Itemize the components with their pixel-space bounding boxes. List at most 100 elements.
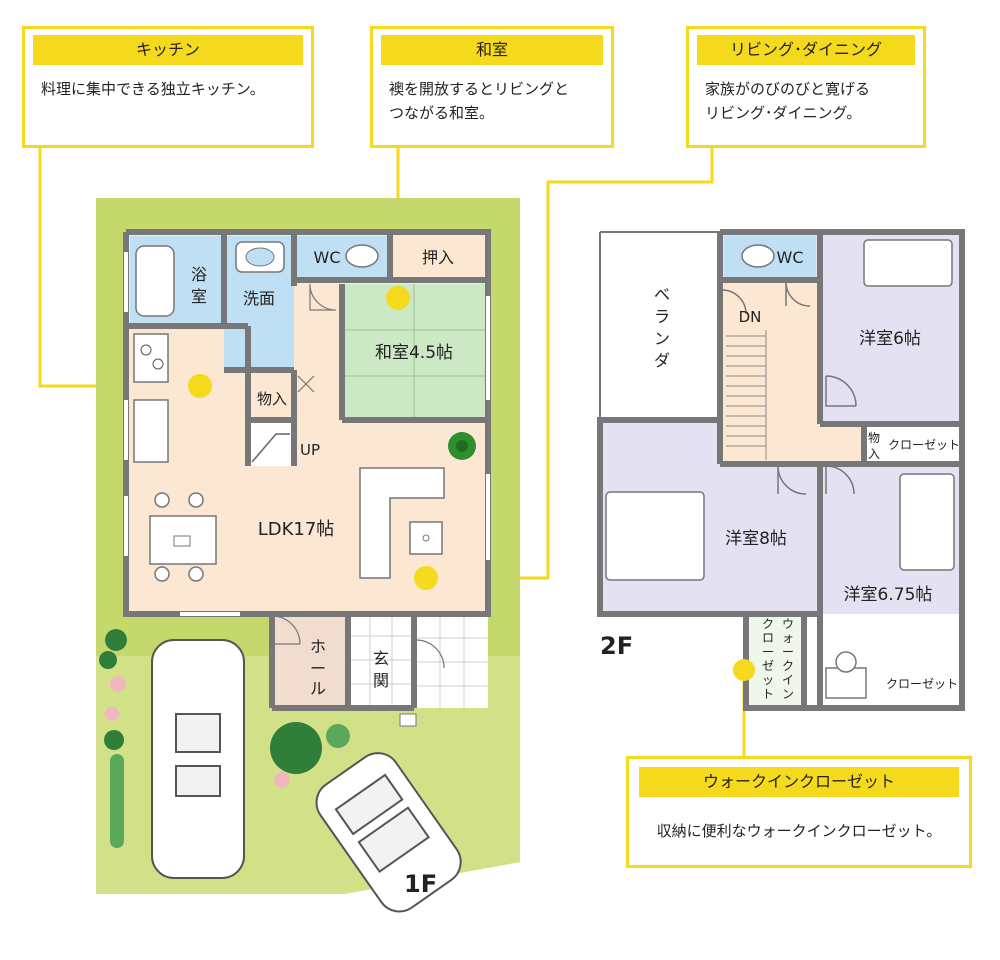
closet1-floor <box>864 424 960 464</box>
living-callout-title: リビング･ダイニング <box>697 35 915 65</box>
genkan-label-1: 玄 <box>373 649 389 668</box>
kitchen-marker <box>188 374 212 398</box>
genkan-floor <box>348 614 414 708</box>
floor1-fixtures <box>133 241 476 669</box>
car2-icon <box>315 752 462 913</box>
tatami-lines <box>342 284 486 420</box>
floor2-fixtures <box>605 239 955 699</box>
svg-text:ー: ー <box>762 645 774 659</box>
bath-label-2: 室 <box>191 287 207 306</box>
living-callout-text: 家族がのびのびと寛げる リビング･ダイニング。 <box>705 77 913 125</box>
storage1-label: 物入 <box>257 390 287 408</box>
veranda-floor <box>600 232 720 418</box>
veranda-label-1: ベ <box>654 285 670 304</box>
bed-6 <box>863 239 953 287</box>
sink <box>133 399 169 463</box>
hall-label-2: ー <box>310 659 326 678</box>
washitsu-callout-line1: 襖を開放するとリビングと <box>389 80 570 98</box>
genkan-tiles <box>348 614 414 708</box>
storage2-label-1: 物 <box>868 431 880 445</box>
closet1-label: クローゼット <box>888 438 960 452</box>
storage1-floor <box>250 376 294 420</box>
washitsu-callout-line2: つながる和室。 <box>389 104 495 122</box>
wc1-label: WC <box>314 248 341 267</box>
floor1-title: 1F <box>404 870 437 898</box>
bath-label-1: 浴 <box>191 265 207 284</box>
hall-floor <box>272 614 348 708</box>
desk <box>825 667 867 699</box>
hall-label-1: ホ <box>310 637 326 656</box>
oshiire-label: 押入 <box>422 248 454 267</box>
entrance-porch <box>416 614 488 708</box>
yoshitsu8-label: 洋室8帖 <box>725 529 787 549</box>
floor1-windows <box>124 252 490 616</box>
walkin-marker <box>733 659 755 681</box>
stove <box>133 333 169 383</box>
bed-8 <box>605 491 705 581</box>
cars <box>151 639 462 913</box>
garden <box>99 629 417 848</box>
yoshitsu675-label: 洋室6.75帖 <box>844 585 933 605</box>
dining-chairs <box>154 492 204 582</box>
svg-text:ー: ー <box>782 645 794 659</box>
floor1-labels: 浴 室 洗面 WC 押入 和室4.5帖 物入 UP LDK17帖 ホ ー ル 玄… <box>191 248 454 898</box>
yoshitsu6-label: 洋室6帖 <box>859 329 921 349</box>
genkan-label-2: 関 <box>373 671 389 690</box>
washitsu-callout-text: 襖を開放するとリビングと つながる和室。 <box>389 77 601 125</box>
svg-text:ウ: ウ <box>782 617 794 631</box>
floor1-markers <box>188 286 438 590</box>
walkin-vertical-label: ウォー クイン クロー ゼット <box>762 617 794 701</box>
sofa <box>359 467 445 579</box>
mailbox-icon <box>399 713 417 727</box>
walkin-callout: ウォークインクローゼット 収納に便利なウォークインクローゼット。 <box>626 756 972 868</box>
svg-text:ォ: ォ <box>782 631 794 645</box>
hallway2-ext <box>820 424 864 464</box>
stairs2 <box>726 330 767 460</box>
kitchen-callout: キッチン 料理に集中できる独立キッチン。 <box>22 26 314 148</box>
svg-text:ゼ: ゼ <box>762 659 774 673</box>
walkin-callout-text: 収納に便利なウォークインクローゼット。 <box>656 822 942 840</box>
svg-text:ロ: ロ <box>762 631 774 645</box>
washitsu-marker <box>386 286 410 310</box>
oshiire-floor <box>390 236 486 280</box>
dining-table <box>149 515 217 565</box>
side-table <box>409 521 443 555</box>
washitsu-label: 和室4.5帖 <box>375 343 453 363</box>
floor2-title: 2F <box>600 632 633 660</box>
chair <box>835 651 857 673</box>
ldk-label: LDK17帖 <box>258 519 335 540</box>
basin-bowl <box>245 247 275 267</box>
floor2-labels: ベ ラ ン ダ WC DN 洋室6帖 物 入 クローゼット 洋室8帖 洋室6.7… <box>600 248 960 691</box>
living-marker <box>414 566 438 590</box>
up-label: UP <box>300 441 320 459</box>
wash-label: 洗面 <box>243 289 275 308</box>
kitchen-callout-text: 料理に集中できる独立キッチン。 <box>41 80 265 98</box>
svg-text:ク: ク <box>762 617 774 631</box>
washitsu-callout-title: 和室 <box>381 35 603 65</box>
hall-label-3: ル <box>310 679 326 698</box>
svg-text:ン: ン <box>782 687 794 701</box>
svg-text:ッ: ッ <box>762 673 774 687</box>
floor1-walls <box>123 229 491 711</box>
veranda-label-4: ダ <box>654 351 670 370</box>
car1-icon <box>151 639 245 879</box>
closet2-floor <box>888 658 958 706</box>
living-callout-line1: 家族がのびのびと寛げる <box>705 80 871 98</box>
hallway2-floor <box>720 280 820 464</box>
closet2-label: クローゼット <box>886 677 958 691</box>
bed-675 <box>899 473 955 571</box>
bathtub <box>135 245 175 317</box>
storage2-label-2: 入 <box>868 447 880 461</box>
toilet2 <box>741 244 775 268</box>
washitsu-callout: 和室 襖を開放するとリビングと つながる和室。 <box>370 26 614 148</box>
svg-text:イ: イ <box>782 673 794 687</box>
stairs1-arrow <box>251 433 290 463</box>
veranda-label-3: ン <box>654 329 670 348</box>
table-item <box>173 535 191 547</box>
svg-text:ト: ト <box>762 687 774 701</box>
wc2-label: WC <box>777 248 804 267</box>
veranda-label-2: ラ <box>654 307 670 326</box>
floor1-doors <box>271 283 445 669</box>
kitchen-callout-title: キッチン <box>33 35 303 65</box>
